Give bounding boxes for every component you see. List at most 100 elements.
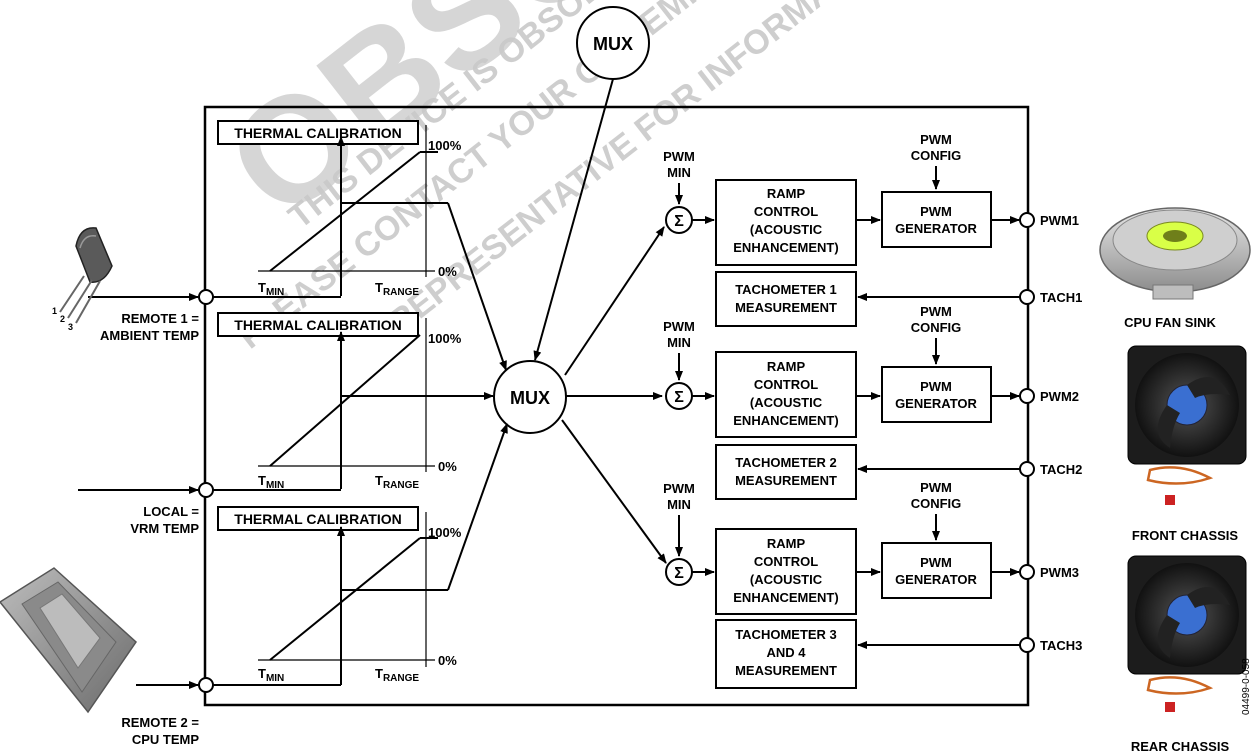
pwm-config-label-1: PWM [920, 132, 952, 147]
front-chassis-label: FRONT CHASSIS [1132, 528, 1239, 543]
svg-text:(ACOUSTIC: (ACOUSTIC [750, 222, 823, 237]
trange-label-1: T [375, 280, 383, 295]
svg-text:GENERATOR: GENERATOR [895, 221, 977, 236]
trange-label-2: T [375, 473, 383, 488]
svg-text:2: 2 [60, 314, 65, 324]
svg-text:CONTROL: CONTROL [754, 554, 818, 569]
svg-text:GENERATOR: GENERATOR [895, 572, 977, 587]
calibration-title-1: THERMAL CALIBRATION [234, 125, 401, 141]
remote1-label-line2: AMBIENT TEMP [100, 328, 199, 343]
mux-top: MUX [576, 6, 650, 80]
calibration-min-1: 0% [438, 264, 457, 279]
pwm-min-label-2: PWM [663, 319, 695, 334]
svg-text:CONTROL: CONTROL [754, 204, 818, 219]
svg-text:Σ: Σ [674, 389, 684, 406]
mux-top-label: MUX [593, 34, 633, 54]
calibration-title-3: THERMAL CALIBRATION [234, 511, 401, 527]
svg-text:TACHOMETER 2: TACHOMETER 2 [735, 455, 837, 470]
cpu-fan-sink-label: CPU FAN SINK [1124, 315, 1216, 330]
svg-text:ENHANCEMENT): ENHANCEMENT) [733, 240, 838, 255]
ramp-control-1 [715, 179, 857, 266]
tmin-label-1: T [258, 280, 266, 295]
svg-text:TMIN: TMIN [258, 280, 284, 298]
local-label-line2: VRM TEMP [130, 521, 199, 536]
tmin-label-3: T [258, 666, 266, 681]
svg-text:CONFIG: CONFIG [911, 148, 962, 163]
svg-text:RAMP: RAMP [767, 359, 806, 374]
tach2-pin-label: TACH2 [1040, 462, 1082, 477]
svg-text:GENERATOR: GENERATOR [895, 396, 977, 411]
calibration-title-2: THERMAL CALIBRATION [234, 317, 401, 333]
cpu-fan-sink-icon [1099, 207, 1251, 300]
remote1-label-line1: REMOTE 1 = [121, 311, 199, 326]
svg-text:TACHOMETER 1: TACHOMETER 1 [735, 282, 837, 297]
ramp-control-2 [715, 351, 857, 438]
tachometer-3-block [715, 619, 857, 689]
svg-text:TRANGE: TRANGE [375, 666, 419, 684]
rear-chassis-label: REAR CHASSIS [1131, 739, 1230, 754]
pwm-min-label-3: PWM [663, 481, 695, 496]
thermal-calibration-2: THERMAL CALIBRATION 100% 0% TMIN TRANGE [217, 312, 494, 491]
svg-text:(ACOUSTIC: (ACOUSTIC [750, 572, 823, 587]
svg-text:TMIN: TMIN [258, 473, 284, 491]
svg-text:RAMP: RAMP [767, 536, 806, 551]
svg-text:AND 4: AND 4 [766, 645, 806, 660]
tach3-pin-label: TACH3 [1040, 638, 1082, 653]
pwm-config-label-2: PWM [920, 304, 952, 319]
calibration-max-1: 100% [428, 138, 462, 153]
pwm1-pin-label: PWM1 [1040, 213, 1079, 228]
pwm-generator-2 [881, 366, 992, 423]
mux-select-line [533, 78, 614, 361]
pwm-generator-1 [881, 191, 992, 248]
cpu-chip-icon [0, 567, 137, 714]
tmin-label-2: T [258, 473, 266, 488]
svg-text:(ACOUSTIC: (ACOUSTIC [750, 395, 823, 410]
calibration-min-2: 0% [438, 459, 457, 474]
svg-text:Σ: Σ [674, 565, 684, 582]
pwm-generator-3 [881, 542, 992, 599]
ramp-control-3 [715, 528, 857, 615]
calibration-max-2: 100% [428, 331, 462, 346]
svg-text:RAMP: RAMP [767, 186, 806, 201]
calibration-max-3: 100% [428, 525, 462, 540]
svg-text:3: 3 [68, 322, 73, 332]
rear-chassis-fan-icon [1127, 555, 1247, 712]
channel-3: PWM MIN Σ RAMP CONTROL (ACOUSTIC ENHANCE… [561, 419, 1082, 689]
channel-1: PWM MIN Σ RAMP CONTROL (ACOUSTIC ENHANCE… [564, 132, 1082, 376]
svg-text:PWM: PWM [920, 204, 952, 219]
svg-text:MIN: MIN [667, 165, 691, 180]
remote2-label-line2: CPU TEMP [132, 732, 200, 747]
pwm3-pin-label: PWM3 [1040, 565, 1079, 580]
svg-text:MEASUREMENT: MEASUREMENT [735, 663, 837, 678]
chip-boundary [203, 105, 1030, 707]
tachometer-2-block [715, 444, 857, 500]
svg-text:MIN: MIN [667, 335, 691, 350]
mux-center-label: MUX [510, 388, 550, 408]
svg-text:CONFIG: CONFIG [911, 320, 962, 335]
thermal-calibration-1: THERMAL CALIBRATION 100% 0% TMIN TRANGE [217, 120, 507, 371]
svg-text:CONTROL: CONTROL [754, 377, 818, 392]
svg-text:MIN: MIN [667, 497, 691, 512]
svg-text:PWM: PWM [920, 555, 952, 570]
svg-text:PWM: PWM [920, 379, 952, 394]
svg-text:CONFIG: CONFIG [911, 496, 962, 511]
local-label-line1: LOCAL = [143, 504, 199, 519]
pwm-min-label-1: PWM [663, 149, 695, 164]
tach1-pin-label: TACH1 [1040, 290, 1082, 305]
pwm-config-label-3: PWM [920, 480, 952, 495]
transistor-sensor-icon: 1 2 3 [52, 227, 113, 332]
mux-center: MUX [493, 360, 567, 434]
trange-label-3: T [375, 666, 383, 681]
svg-text:MEASUREMENT: MEASUREMENT [735, 300, 837, 315]
svg-text:ENHANCEMENT): ENHANCEMENT) [733, 413, 838, 428]
pwm2-pin-label: PWM2 [1040, 389, 1079, 404]
svg-text:MEASUREMENT: MEASUREMENT [735, 473, 837, 488]
svg-text:TMIN: TMIN [258, 666, 284, 684]
svg-text:1: 1 [52, 306, 57, 316]
thermal-calibration-3: THERMAL CALIBRATION 100% 0% TMIN TRANGE [217, 423, 508, 685]
figure-id: 04499-0-058 [1241, 658, 1252, 715]
svg-text:Σ: Σ [674, 213, 684, 230]
svg-text:TRANGE: TRANGE [375, 280, 419, 298]
front-chassis-fan-icon [1127, 345, 1247, 505]
